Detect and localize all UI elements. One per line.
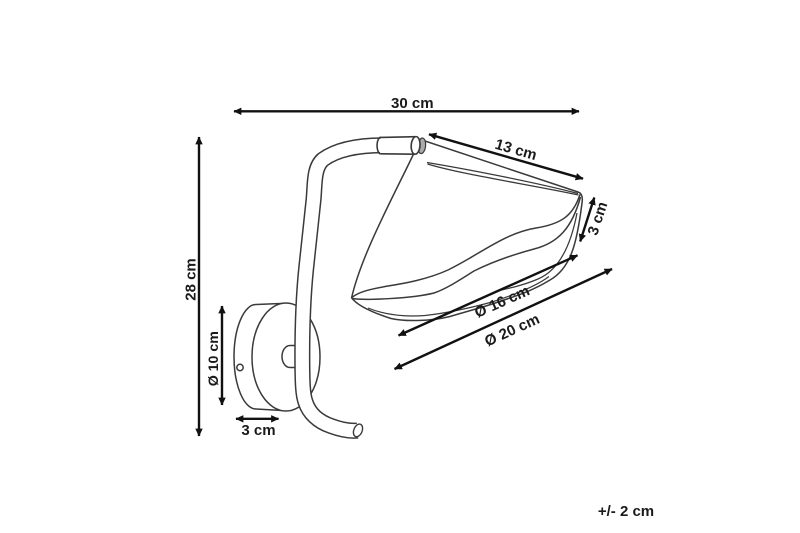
svg-text:30 cm: 30 cm bbox=[391, 95, 434, 112]
svg-text:+/- 2 cm: +/- 2 cm bbox=[598, 503, 654, 520]
svg-text:28 cm: 28 cm bbox=[183, 258, 200, 301]
svg-text:Ø 10 cm: Ø 10 cm bbox=[206, 331, 222, 386]
svg-text:3 cm: 3 cm bbox=[241, 422, 275, 439]
